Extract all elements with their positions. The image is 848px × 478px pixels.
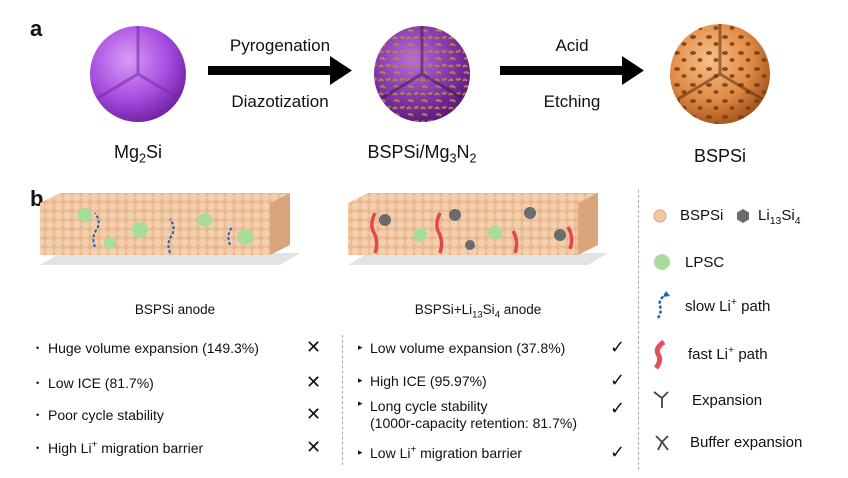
bspsi-li13si4-anode-caption: BSPSi+Li13Si4 anode bbox=[414, 302, 542, 321]
panel-label-a: a bbox=[30, 16, 43, 41]
legend-fast-path: fast Li+ path bbox=[688, 344, 768, 363]
list-item: •High Li+ migration barrier✕ bbox=[36, 437, 322, 457]
arrow-1 bbox=[208, 56, 352, 85]
legend-lpsc: LPSC bbox=[685, 254, 725, 271]
legend-bspsi: BSPSi bbox=[680, 207, 724, 224]
arrow1-top-label: Pyrogenation bbox=[229, 36, 331, 55]
arrow2-bottom-label: Etching bbox=[543, 92, 601, 111]
lpsc-bead-icon bbox=[654, 254, 670, 270]
list-item: •Low ICE (81.7%)✕ bbox=[36, 372, 322, 392]
legend-slow-path: slow Li+ path bbox=[685, 296, 771, 315]
bspsi-li13si4-anode-slab bbox=[348, 193, 608, 265]
list-item: ▸Low volume expansion (37.8%)✓ bbox=[358, 337, 626, 357]
legend-symbols bbox=[653, 209, 670, 451]
slow-path-icon bbox=[656, 293, 667, 319]
list-item: •Poor cycle stability✕ bbox=[36, 404, 322, 424]
bspsi-anode-caption: BSPSi anode bbox=[134, 302, 216, 317]
mg2si-label: Mg2Si bbox=[113, 142, 163, 166]
arrow2-top-label: Acid bbox=[555, 36, 589, 55]
fast-path-icon bbox=[653, 339, 666, 370]
panel-b-slabs bbox=[40, 193, 608, 265]
expansion-icon bbox=[653, 391, 669, 408]
list-item: ▸Low Li+ migration barrier✓ bbox=[358, 442, 626, 462]
list-item: ▸High ICE (95.97%)✓ bbox=[358, 370, 626, 390]
legend-divider bbox=[638, 190, 639, 470]
bspsi-label: BSPSi bbox=[693, 146, 747, 166]
list-item: •Huge volume expansion (149.3%)✕ bbox=[36, 337, 322, 357]
bspsi-bead-icon bbox=[653, 209, 667, 223]
panel-a-graphics bbox=[90, 24, 770, 124]
bspsi-mg3n2-sphere bbox=[374, 26, 470, 122]
list-divider bbox=[342, 335, 343, 465]
mg2si-sphere bbox=[90, 26, 186, 122]
legend-expansion: Expansion bbox=[692, 392, 763, 409]
bspsi-mg3n2-label: BSPSi/Mg3N2 bbox=[367, 142, 477, 166]
arrow1-bottom-label: Diazotization bbox=[231, 92, 329, 111]
arrow-2 bbox=[500, 56, 644, 85]
list-item: ▸ Long cycle stability(1000r-capacity re… bbox=[358, 398, 626, 431]
legend-li13si4: Li13Si4 bbox=[758, 207, 801, 227]
li13si4-bead-icon bbox=[737, 209, 749, 223]
bspsi-anode-slab bbox=[40, 193, 300, 265]
buffer-expansion-icon bbox=[655, 435, 669, 451]
legend-buffer-expansion: Buffer expansion bbox=[690, 434, 803, 451]
bspsi-sphere bbox=[670, 24, 770, 124]
